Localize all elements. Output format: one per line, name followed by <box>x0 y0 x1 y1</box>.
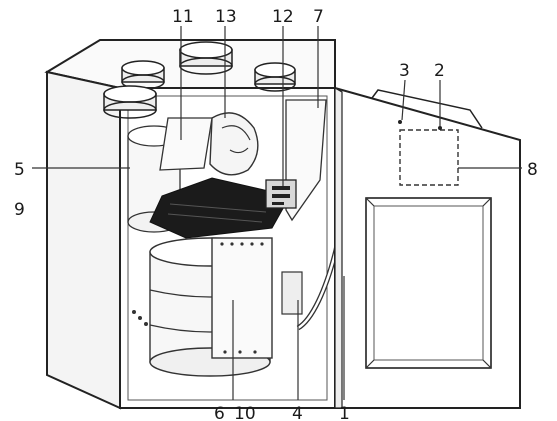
callout-2: 2 <box>434 61 445 81</box>
top-fan <box>209 112 259 176</box>
callout-10: 10 <box>234 404 256 421</box>
callout-12: 12 <box>272 7 294 27</box>
callout-8: 8 <box>527 160 538 180</box>
duct-spigot <box>121 60 165 90</box>
callout-4: 4 <box>292 404 303 421</box>
internal-components <box>127 99 359 377</box>
callout-13: 13 <box>215 7 237 27</box>
duct-spigots <box>103 41 296 119</box>
callout-6: 6 <box>214 404 225 421</box>
callout-7: 7 <box>313 7 324 27</box>
callout-labels: 11 13 12 7 3 2 5 8 9 6 10 4 1 <box>14 7 538 421</box>
control-board <box>265 179 297 209</box>
bottom-connectors <box>132 310 148 326</box>
callout-11: 11 <box>172 7 194 27</box>
bypass-damper <box>159 117 213 171</box>
duct-spigot <box>103 85 157 119</box>
duct-spigot <box>179 41 233 75</box>
drum-front-panel <box>211 237 273 359</box>
rating-plate <box>399 129 459 186</box>
front-door <box>334 86 521 409</box>
drain-fitting <box>281 271 303 315</box>
leader-lines <box>32 26 522 400</box>
callout-1: 1 <box>339 404 350 421</box>
door-screw <box>438 126 442 130</box>
callout-9: 9 <box>14 200 25 220</box>
door-screw <box>398 120 402 124</box>
callout-5: 5 <box>14 160 25 180</box>
callout-3: 3 <box>399 61 410 81</box>
duct-spigot <box>254 62 296 92</box>
door-window <box>365 197 492 369</box>
